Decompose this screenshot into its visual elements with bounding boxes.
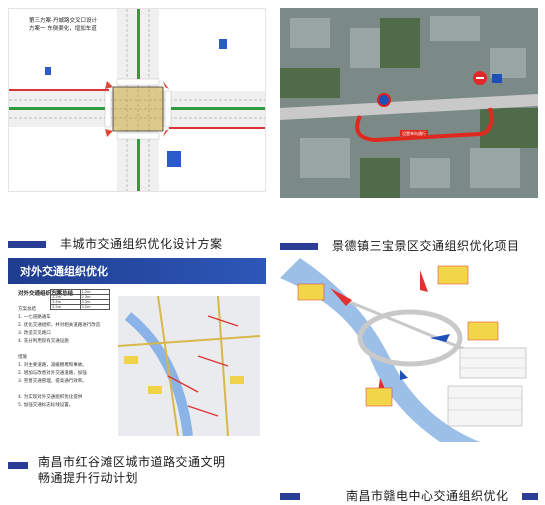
report-title: 对外交通组织优化	[20, 265, 108, 278]
card-jingdezhen[interactable]: 设置单向通行 景德镇三宝景区交通组织优化项目	[280, 8, 538, 253]
caption-honggutan: 南昌市红谷滩区城市道路交通文明 畅通提升行动计划	[8, 454, 226, 486]
caption-bar	[8, 462, 28, 469]
center-map-drawing	[280, 258, 538, 442]
intersection-plan-image: 第三方案-丹城路交叉口设计 方案一 东侧渠化，增加车道	[8, 8, 266, 192]
report-map	[117, 295, 261, 437]
caption-end-bar	[522, 492, 538, 500]
report-list: 方案总结 1. 一七道路通车 2. 优化交通组织，并对相关道路进行改造 3. 改…	[18, 307, 101, 408]
card-gandian[interactable]: 南昌市赣电中心交通组织优化	[280, 258, 538, 504]
caption-gandian: 南昌市赣电中心交通组织优化	[280, 488, 538, 504]
report-map-drawing	[117, 295, 261, 437]
aerial-drawing: 设置单向通行	[280, 8, 538, 198]
center-map-image	[280, 258, 538, 442]
intersection-drawing	[9, 9, 265, 191]
caption-text: 南昌市红谷滩区城市道路交通文明 畅通提升行动计划	[38, 455, 226, 485]
plan-title: 第三方案-丹城路交叉口设计 方案一 东侧渠化，增加车道	[29, 18, 97, 32]
report-section-title: 对外交通组织方案总结	[18, 291, 74, 297]
caption-fengcheng: 丰城市交通组织优化设计方案	[8, 236, 223, 252]
caption-jingdezhen: 景德镇三宝景区交通组织优化项目	[280, 238, 520, 253]
report-header	[8, 258, 266, 284]
caption-bar	[280, 492, 300, 500]
route-label: 设置单向通行	[402, 130, 426, 136]
caption-bar	[280, 242, 318, 250]
card-fengcheng[interactable]: 第三方案-丹城路交叉口设计 方案一 东侧渠化，增加车道	[8, 8, 266, 253]
caption-bar	[8, 240, 46, 248]
aerial-photo: 设置单向通行	[280, 8, 538, 198]
